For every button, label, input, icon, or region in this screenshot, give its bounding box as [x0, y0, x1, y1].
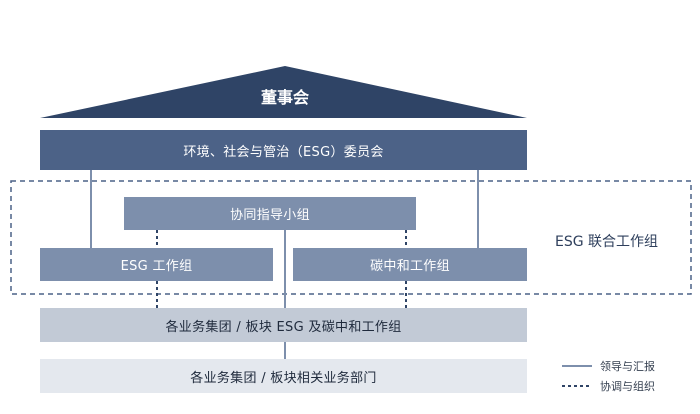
esg-working-group-box: ESG 工作组 — [40, 248, 273, 281]
esg-committee-box: 环境、社会与管治（ESG）委员会 — [40, 130, 527, 170]
bu-groups-label: 各业务集团 / 板块 ESG 及碳中和工作组 — [165, 319, 402, 335]
esg-working-group-label: ESG 工作组 — [120, 259, 193, 274]
legend-dotted-label: 协调与组织 — [600, 380, 655, 393]
esg-joint-working-group-label: ESG 联合工作组 — [555, 234, 659, 250]
esg-committee-label: 环境、社会与管治（ESG）委员会 — [183, 144, 384, 160]
carbon-neutral-group-box: 碳中和工作组 — [293, 248, 527, 281]
steering-group-box: 协同指导小组 — [124, 197, 416, 230]
bu-departments-label: 各业务集团 / 板块相关业务部门 — [190, 370, 377, 386]
legend-solid-label: 领导与汇报 — [600, 360, 655, 373]
roof-shape — [40, 66, 527, 118]
bu-departments-box: 各业务集团 / 板块相关业务部门 — [40, 359, 527, 393]
steering-group-label: 协同指导小组 — [230, 208, 310, 223]
legend-dotted: 协调与组织 — [562, 378, 655, 394]
carbon-neutral-group-label: 碳中和工作组 — [370, 259, 450, 274]
legend-solid: 领导与汇报 — [562, 358, 655, 374]
bu-groups-box: 各业务集团 / 板块 ESG 及碳中和工作组 — [40, 308, 527, 342]
board-label: 董事会 — [260, 88, 309, 107]
